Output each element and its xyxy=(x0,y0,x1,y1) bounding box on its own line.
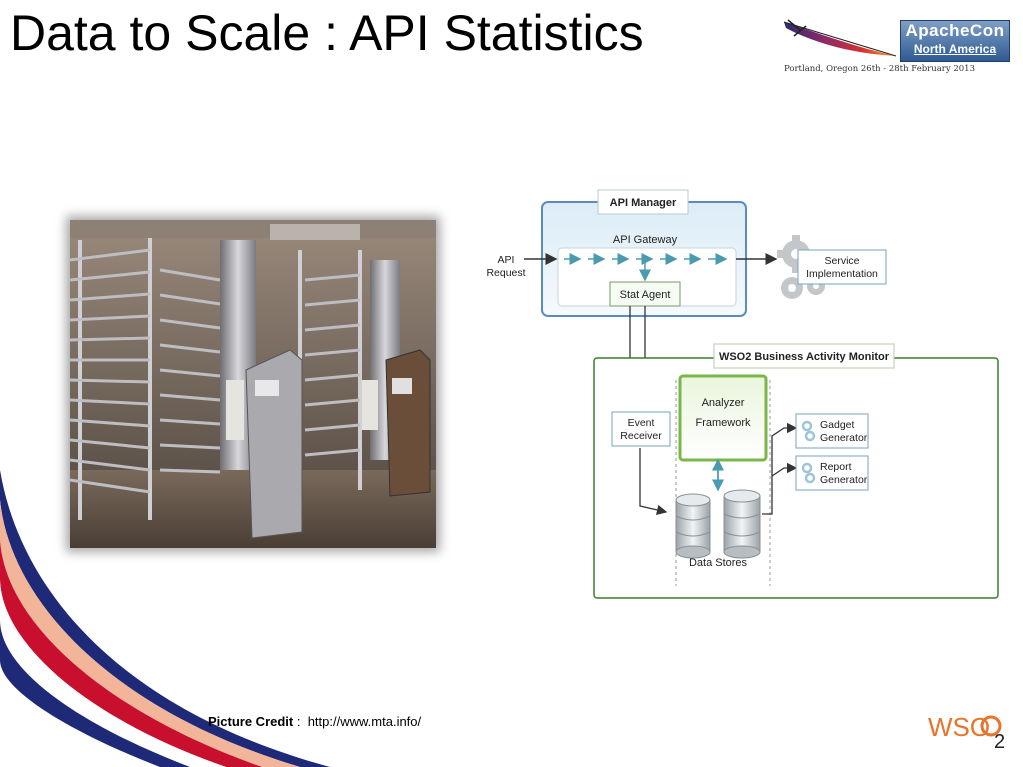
event-receiver-box xyxy=(611,411,671,447)
api-manager-label: API Manager xyxy=(610,197,677,209)
stat-agent-label: Stat Agent xyxy=(620,289,671,301)
service-line2: Implementation xyxy=(806,268,878,280)
logo-line2: North America xyxy=(913,42,997,56)
picture-credit: Picture Credit : http://www.mta.info/ xyxy=(208,714,421,729)
credit-separator: : xyxy=(293,714,308,729)
wso2-text: WSO xyxy=(928,712,990,742)
wso2-circle-icon xyxy=(980,715,1002,737)
feather-icon xyxy=(783,19,897,57)
data-stores-label: Data Stores xyxy=(689,557,748,569)
api-manager-label-box xyxy=(597,189,689,215)
api-gateway-label: API Gateway xyxy=(613,234,678,246)
database-icon xyxy=(675,489,761,559)
wso2-sub: 2 xyxy=(994,731,1005,752)
event-to-store-arrow xyxy=(639,448,668,516)
wso2-logo-svg: WSO 2 xyxy=(928,712,1005,753)
report-line2: Generator xyxy=(820,474,868,486)
event-line2: Receiver xyxy=(620,430,662,442)
turnstile-image xyxy=(69,220,436,548)
wso2-logo: WSO 2 xyxy=(928,708,1010,753)
apachecon-logo: ApacheCon North America Portland, Oregon… xyxy=(780,16,1014,80)
event-line1: Event xyxy=(628,417,655,429)
architecture-diagram: API Manager API Gateway API Request Stat… xyxy=(480,186,1000,602)
analyzer-line2: Framework xyxy=(695,417,751,429)
slide-title: Data to Scale : API Statistics xyxy=(10,5,644,61)
report-line1: Report xyxy=(820,461,852,473)
credit-label: Picture Credit xyxy=(208,714,294,729)
logo-line1: ApacheCon xyxy=(905,21,1005,40)
apachecon-banner: ApacheCon North America xyxy=(900,20,1010,62)
gateway-flow-arrows xyxy=(564,253,728,282)
stat-agent-box xyxy=(609,281,681,307)
store-to-gadget-arrow xyxy=(762,422,798,515)
chain-link-icon xyxy=(801,420,816,442)
analyzer-line1: Analyzer xyxy=(702,397,745,409)
logo-subtitle: Portland, Oregon 26th - 28th February 20… xyxy=(784,64,975,74)
chain-link-icon xyxy=(801,462,816,484)
api-request-line1: API xyxy=(498,254,515,266)
api-request-line2: Request xyxy=(486,267,525,279)
decorative-swoosh xyxy=(0,470,330,767)
gadget-line2: Generator xyxy=(820,432,868,444)
bam-label-box xyxy=(713,343,895,369)
service-impl-box xyxy=(797,249,887,285)
diagram-svg: API Manager API Gateway API Request Stat… xyxy=(486,189,999,599)
turnstile-photo xyxy=(69,220,436,548)
bam-label: WSO2 Business Activity Monitor xyxy=(719,351,890,363)
credit-url[interactable]: http://www.mta.info/ xyxy=(307,714,422,729)
service-line1: Service xyxy=(824,255,859,267)
store-to-report-arrow xyxy=(771,462,798,477)
gadget-line1: Gadget xyxy=(820,419,855,431)
